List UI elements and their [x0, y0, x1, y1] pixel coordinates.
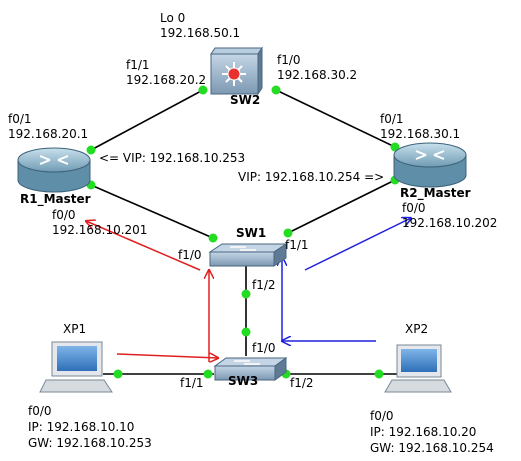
xp2-label: XP2: [405, 322, 428, 336]
r1-vip: <= VIP: 192.168.10.253: [99, 151, 245, 165]
sw1-f1-0-name: f1/0: [178, 248, 202, 262]
r2-vip: VIP: 192.168.10.254 =>: [238, 170, 384, 184]
router-arrows-icon: [415, 150, 445, 160]
r1-f0-1-ip: 192.168.20.1: [8, 127, 88, 141]
arrow-sw1-to-r1: [86, 221, 201, 271]
r1-f0-0-name: f0/0: [52, 208, 76, 222]
dot-sw1-f1-2: [241, 289, 251, 299]
xp2-iface: f0/0: [370, 409, 394, 423]
r2-f0-0-ip: 192.168.10.202: [402, 216, 497, 230]
xp2-ip: IP: 192.168.10.20: [370, 425, 476, 439]
dot-sw3-f1-1: [203, 369, 213, 379]
sw2-f1-1-name: f1/1: [126, 58, 150, 72]
dot-sw1-f1-1: [283, 228, 293, 238]
xp2-keyboard: [384, 379, 452, 393]
sw2-top-face: [210, 47, 263, 55]
sw1-top-face: [208, 243, 288, 253]
r2-top: [393, 142, 467, 168]
sw1-f1-2-name: f1/2: [252, 278, 276, 292]
sw2-core-icon: [227, 67, 241, 81]
arrow-sw1-to-r2: [304, 218, 411, 271]
sw3-f1-2-name: f1/2: [290, 376, 314, 390]
xp1-ip: IP: 192.168.10.10: [28, 420, 134, 434]
sw2-f1-1-ip: 192.168.20.2: [126, 73, 206, 87]
sw3-f1-0-name: f1/0: [252, 341, 276, 355]
link-dots: [86, 85, 400, 379]
xp1-iface: f0/0: [28, 404, 52, 418]
link-sw2-r2: [275, 89, 396, 148]
sw3-switch[interactable]: SW3: [213, 357, 288, 388]
r2-router[interactable]: R2_Master: [393, 142, 471, 201]
dot-r2-f0-1: [390, 142, 400, 152]
sw2-f1-0-name: f1/0: [277, 53, 301, 67]
dot-xp2: [374, 369, 384, 379]
sw2-f1-0-ip: 192.168.30.2: [277, 68, 357, 82]
r2-f0-0-name: f0/0: [402, 201, 426, 215]
sw2-device[interactable]: SW2: [210, 46, 263, 107]
path-arrows: [86, 218, 411, 362]
router-arrows-icon: [39, 155, 69, 165]
dot-sw2-f1-0: [271, 85, 281, 95]
xp2-screen: [401, 349, 437, 372]
dot-xp1: [113, 369, 123, 379]
sw3-top-face: [213, 357, 288, 367]
r2-f0-1-ip: 192.168.30.1: [380, 127, 460, 141]
sw1-switch[interactable]: SW1: [208, 226, 288, 267]
r2-label: R2_Master: [400, 186, 471, 201]
link-r1-sw1: [90, 184, 214, 239]
sw2-side-face: [257, 46, 263, 96]
sw1-side-face: [273, 243, 287, 267]
r1-f0-0-ip: 192.168.10.201: [52, 223, 147, 237]
r2-f0-1-name: f0/1: [380, 112, 404, 126]
switch-arrows-icon: [234, 360, 260, 365]
sw3-f1-1-name: f1/1: [180, 376, 204, 390]
sw1-f1-1-name: f1/1: [285, 238, 309, 252]
sw2-loopback-if: Lo 0: [160, 11, 185, 25]
sw2-loopback-ip: 192.168.50.1: [160, 26, 240, 40]
switch-arrows-icon: [230, 246, 256, 251]
r1-router[interactable]: R1_Master: [17, 147, 91, 207]
r1-label: R1_Master: [20, 192, 91, 207]
sw3-side-face: [274, 357, 287, 381]
sw3-label: SW3: [228, 374, 258, 388]
text-labels: Lo 0 192.168.50.1 f1/1 192.168.20.2 f1/0…: [8, 11, 497, 455]
xp2-gw: GW: 192.168.10.254: [370, 441, 494, 455]
xp2-pc[interactable]: XP2: [384, 322, 452, 393]
sw2-label: SW2: [230, 93, 260, 107]
sw1-label: SW1: [236, 226, 266, 240]
dot-sw3-f1-0: [241, 327, 251, 337]
dot-sw2-f1-1: [198, 85, 208, 95]
link-r2-sw1: [287, 179, 396, 234]
xp1-keyboard: [39, 379, 113, 393]
xp1-screen: [57, 346, 97, 371]
link-r1-sw2: [90, 89, 204, 151]
r1-top: [17, 147, 91, 173]
xp1-gw: GW: 192.168.10.253: [28, 436, 152, 450]
arrow-xp1-to-sw3: [116, 354, 218, 358]
r1-f0-1-name: f0/1: [8, 112, 32, 126]
sw1-front-face: [209, 251, 275, 267]
dot-sw1-f1-0: [208, 233, 218, 243]
dot-r1-f0-1: [86, 145, 96, 155]
xp1-label: XP1: [63, 322, 86, 336]
xp1-pc[interactable]: XP1: [39, 322, 113, 393]
